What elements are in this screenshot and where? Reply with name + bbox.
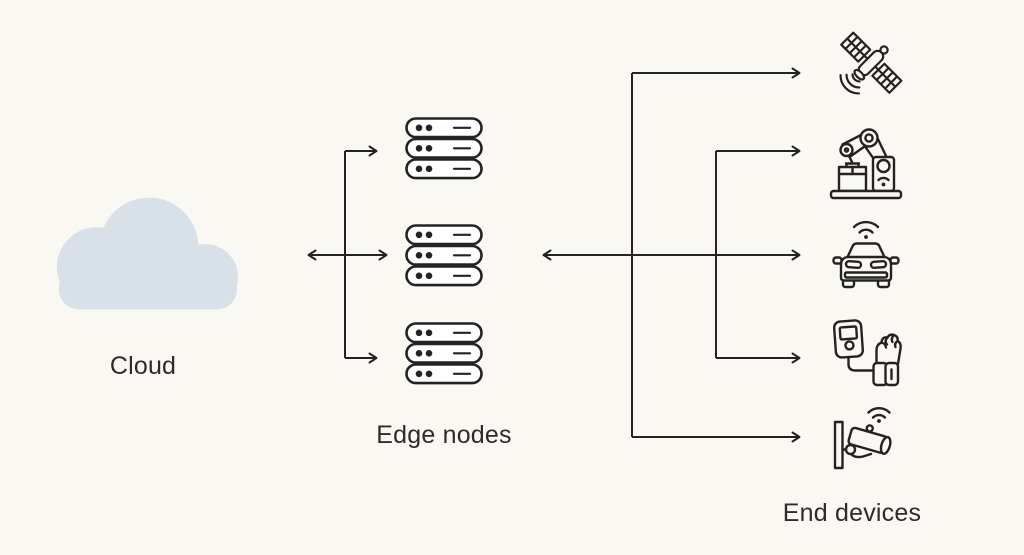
robot-arm-icon	[826, 125, 906, 205]
security-camera-icon	[826, 402, 906, 482]
server-stack-icon	[405, 224, 483, 287]
server-stack-icon	[405, 117, 483, 180]
satellite-icon	[826, 28, 906, 108]
cloud-icon	[45, 197, 243, 311]
health-monitor-icon	[826, 312, 906, 392]
server-stack-icon	[405, 322, 483, 385]
edge-nodes-label: Edge nodes	[376, 421, 512, 449]
cloud-label: Cloud	[109, 352, 177, 380]
connected-car-icon	[826, 215, 906, 295]
end-devices-label: End devices	[782, 499, 922, 527]
